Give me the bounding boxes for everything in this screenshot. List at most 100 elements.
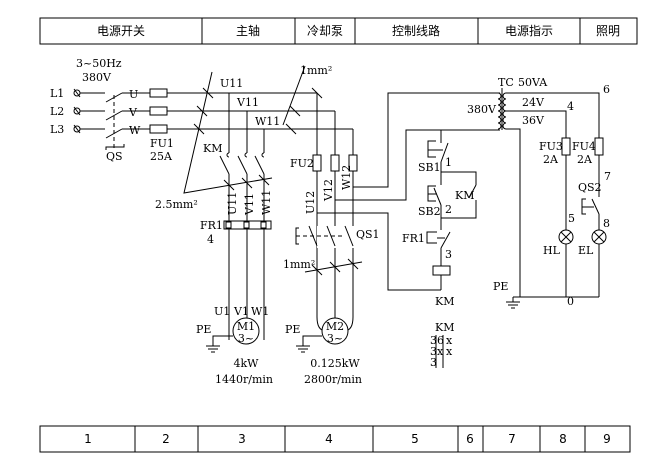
header-control-circuit: 控制线路	[392, 23, 440, 38]
motor-m1-icon	[232, 317, 260, 345]
fu1-fuse-icon	[149, 88, 168, 134]
coolant-circuit: 1mm² FU2 U12 V12 W12 QS1 1mm² M2 3~ PE 0…	[282, 64, 380, 386]
phase-l2: L2	[50, 105, 64, 118]
tc-primary-voltage: 380V	[467, 103, 497, 116]
header-power-indicator: 电源指示	[505, 23, 553, 38]
km-table-cell: x	[446, 334, 453, 347]
fr1-node: 4	[207, 233, 214, 246]
phase-l1: L1	[50, 87, 64, 100]
tc-24v: 24V	[522, 96, 545, 109]
km-table-cell: x	[437, 345, 444, 358]
pe-label-1: PE	[196, 323, 211, 336]
km-coil-icon	[432, 265, 451, 276]
tc-label: TC	[498, 76, 514, 89]
supply-voltage: 380V	[82, 71, 112, 84]
node-6: 6	[603, 83, 610, 96]
node-1: 1	[445, 156, 452, 169]
qs-switch-icon	[105, 92, 125, 150]
footer-9: 9	[603, 432, 611, 446]
qs2-label: QS2	[578, 181, 602, 194]
w1-label: W1	[251, 305, 269, 318]
node-5: 5	[568, 212, 575, 225]
v12-label: V12	[322, 179, 335, 202]
sb2-button-icon	[427, 185, 442, 206]
v11-label: V11	[236, 96, 259, 109]
ground-icon	[206, 335, 233, 353]
footer-3: 3	[238, 432, 246, 446]
wire-size-1mm-top: 1mm²	[300, 64, 332, 77]
hl-lamp-icon	[558, 229, 574, 245]
m2-power: 0.125kW	[310, 357, 360, 370]
header-coolant-pump: 冷却泵	[307, 24, 343, 38]
hl-label: HL	[543, 244, 561, 257]
km-contact-label: KM	[455, 189, 474, 202]
m1-speed: 1440r/min	[215, 373, 273, 386]
el-lamp-icon	[591, 229, 607, 245]
m2-type: 3~	[327, 332, 343, 345]
header-spindle: 主轴	[236, 23, 260, 38]
line-v-label: V	[128, 106, 138, 119]
v11-vertical-label: V11	[243, 193, 256, 216]
km-table-cell: 3	[430, 334, 437, 347]
qs1-label: QS1	[356, 228, 380, 241]
footer-6: 6	[466, 432, 474, 446]
km-table-cell: 3	[430, 356, 437, 369]
sb1-button-icon	[427, 140, 449, 163]
pe-label-2: PE	[285, 323, 300, 336]
ground-icon	[506, 297, 520, 309]
m1-name: M1	[237, 320, 255, 333]
w12-label: W12	[340, 165, 353, 190]
node-3: 3	[445, 248, 452, 261]
fu4-fuse-icon	[594, 137, 604, 156]
ground-icon	[296, 335, 322, 353]
v1-label: V1	[233, 305, 249, 318]
m2-name: M2	[326, 320, 344, 333]
tc-rating: 50VA	[518, 76, 548, 89]
m1-type: 3~	[238, 332, 254, 345]
fu2-label: FU2	[290, 157, 314, 170]
indicator-lighting-circuit: TC 50VA 380V 24V 36V 4 6 FU3 2A FU4 2A 7…	[467, 76, 611, 309]
header-table: 电源开关 主轴 冷却泵 控制线路 电源指示 照明	[39, 17, 638, 45]
qs1-switch-icon	[295, 225, 355, 248]
m2-speed: 2800r/min	[304, 373, 362, 386]
fu4-rating: 2A	[577, 153, 593, 166]
node-7: 7	[604, 170, 611, 183]
phase-l3: L3	[50, 123, 64, 136]
el-label: EL	[578, 244, 594, 257]
fr1-label: FR1	[200, 219, 223, 232]
km-label: KM	[203, 142, 222, 155]
u12-label: U12	[304, 191, 317, 214]
qs-label: QS	[106, 150, 123, 163]
line-w-label: W	[129, 124, 141, 137]
wire-size-2-5: 2.5mm²	[155, 198, 198, 211]
sb1-label: SB1	[418, 161, 441, 174]
footer-7: 7	[508, 432, 516, 446]
qs2-switch-icon	[581, 198, 600, 215]
footer-5: 5	[411, 432, 419, 446]
tc-36v: 36V	[522, 114, 545, 127]
wire-size-pointer	[183, 71, 273, 194]
km-table-title: KM	[435, 321, 454, 334]
km-coil-label: KM	[435, 295, 454, 308]
fu3-rating: 2A	[543, 153, 559, 166]
fu1-rating: 25A	[150, 150, 173, 163]
node-0: 0	[567, 295, 574, 308]
header-lighting: 照明	[596, 24, 620, 38]
footer-8: 8	[559, 432, 567, 446]
pe-label-3: PE	[493, 280, 508, 293]
node-2: 2	[445, 203, 452, 216]
w11-label: W11	[255, 115, 280, 128]
supply-frequency: 3~50Hz	[76, 57, 122, 70]
u1-label: U1	[214, 305, 230, 318]
control-circuit: SB1 1 KM SB2 2 FR1 3 KM KM 3 6 x 3 x x 3	[317, 92, 500, 369]
m1-power: 4kW	[234, 357, 260, 370]
terminal-icons	[73, 88, 81, 134]
sb2-label: SB2	[418, 205, 441, 218]
km-contact-table: KM 3 6 x 3 x x 3	[430, 321, 454, 369]
fu1-label: FU1	[150, 137, 174, 150]
km-table-cell: 6	[437, 334, 444, 347]
fr1-contact-icon	[426, 231, 451, 249]
km-main-contacts-icon	[219, 152, 265, 175]
